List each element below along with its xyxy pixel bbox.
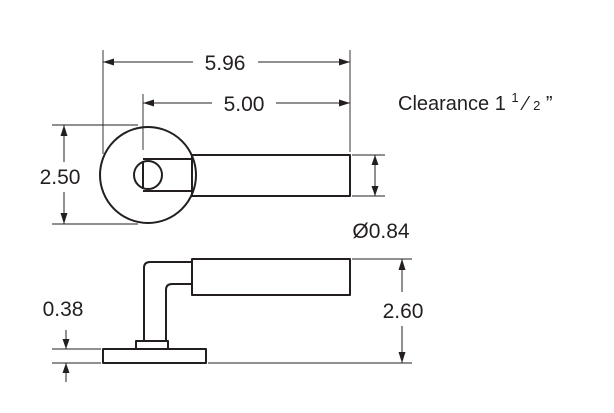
overall-length-label: 5.96 xyxy=(205,52,246,75)
dimension-rose-diameter: 2.50 xyxy=(40,124,138,225)
hub-collar xyxy=(135,340,169,350)
hub-outline xyxy=(133,160,163,190)
dimension-lever-diameter: Ø0.84 xyxy=(352,154,410,243)
clearance-slash: ⁄ xyxy=(519,93,530,115)
rose-diameter-label: 2.50 xyxy=(40,166,81,189)
side-view xyxy=(102,258,351,364)
projection-label: 2.60 xyxy=(383,300,424,323)
lever-neck xyxy=(142,158,192,192)
clearance-note: Clearance 1 1 ⁄ 2 ” xyxy=(398,85,553,115)
rose-outline xyxy=(99,126,197,224)
rose-side xyxy=(102,348,207,364)
lever-length-label: 5.00 xyxy=(224,93,265,116)
lever-arm-side xyxy=(143,261,192,341)
rose-thickness-label: 0.38 xyxy=(43,298,84,321)
clearance-numerator: 1 xyxy=(511,90,518,105)
lever-grip-front xyxy=(191,154,351,197)
lever-diameter-label: Ø0.84 xyxy=(352,220,410,243)
dimension-lever-length: 5.00 xyxy=(142,93,350,150)
lever-grip-side xyxy=(191,258,351,296)
front-view xyxy=(99,126,351,224)
clearance-label: Clearance 1 xyxy=(398,93,506,115)
dimension-projection: 2.60 xyxy=(208,258,424,364)
dimension-rose-thickness: 0.38 xyxy=(43,298,101,382)
clearance-denominator: 2 xyxy=(533,98,540,113)
dimension-overall-length: 5.96 xyxy=(102,50,351,154)
clearance-suffix: ” xyxy=(546,93,553,115)
